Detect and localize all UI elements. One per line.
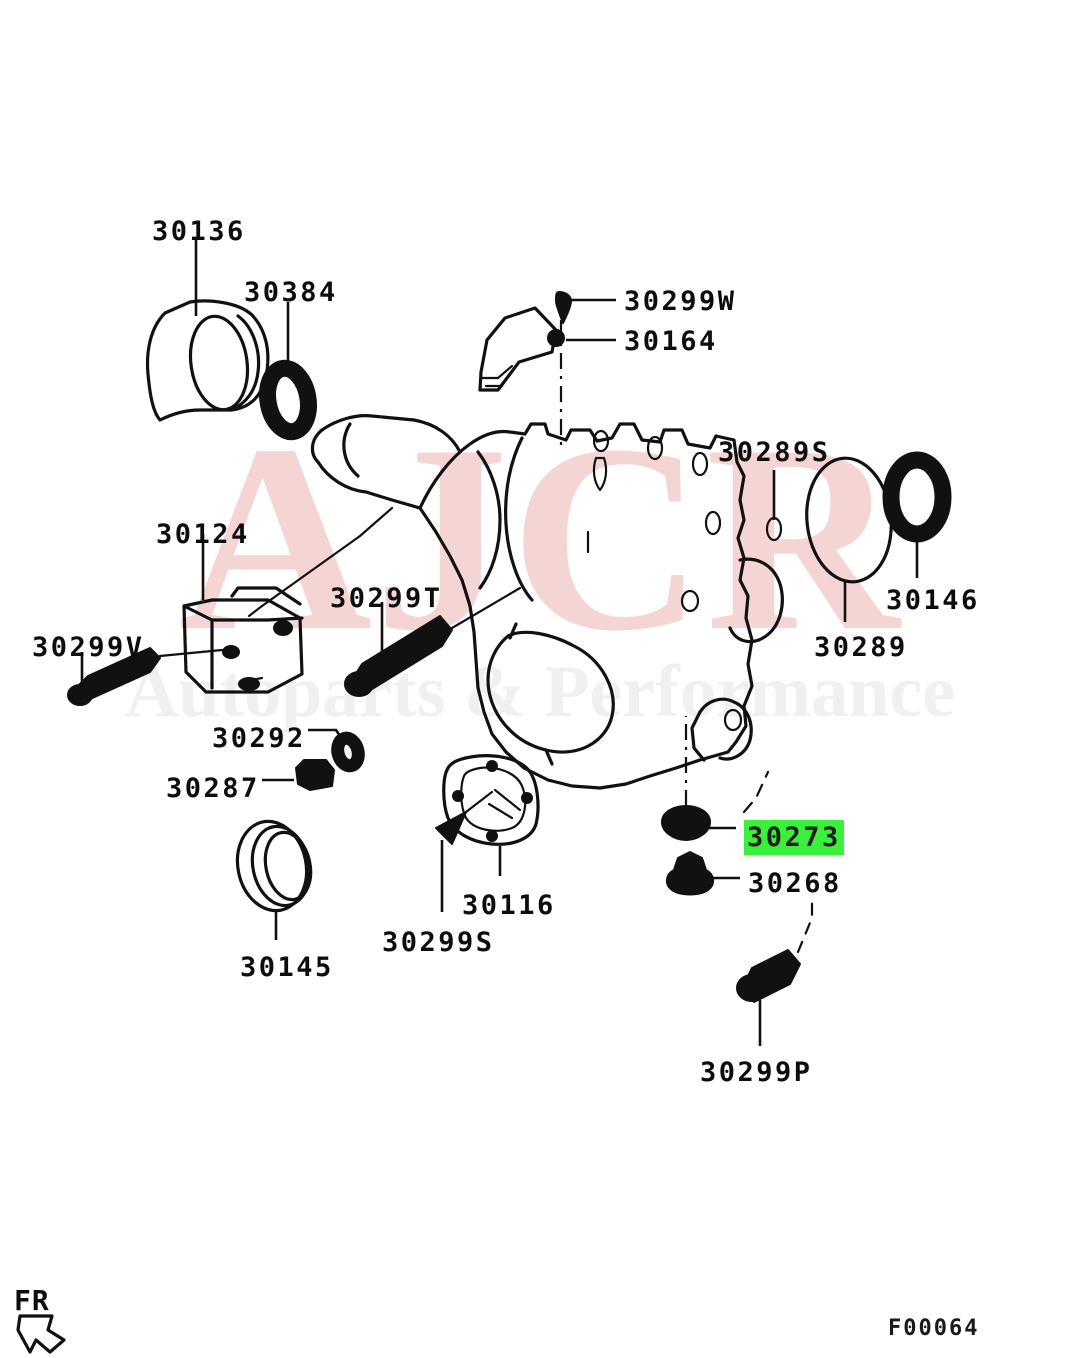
- part-label-30164: 30164: [624, 326, 718, 357]
- part-label-30299T: 30299T: [330, 583, 443, 614]
- fr-orientation-label: FR: [14, 1284, 50, 1317]
- part-label-30299V: 30299V: [32, 632, 145, 663]
- part-shape-30299S: [435, 790, 494, 912]
- part-shape-30164: [478, 306, 565, 392]
- part-shape-30299P: [736, 894, 814, 1046]
- part-shape-30299T: [344, 586, 522, 697]
- part-label-30292: 30292: [212, 723, 306, 754]
- part-shape-30292: [308, 728, 365, 773]
- part-shape-30124: [182, 506, 394, 694]
- part-shape-30146: [882, 451, 952, 578]
- part-label-30384: 30384: [244, 277, 338, 308]
- part-shape-30287: [262, 759, 335, 791]
- part-label-30289S: 30289S: [718, 437, 831, 468]
- part-shape-30299V: [67, 647, 224, 706]
- part-shape-30136: [145, 299, 270, 422]
- part-shape-housing: [310, 414, 784, 790]
- part-label-30136: 30136: [152, 216, 246, 247]
- part-label-30299S: 30299S: [382, 927, 495, 958]
- part-label-30268: 30268: [748, 868, 842, 899]
- part-shape-30289: [805, 456, 893, 622]
- part-label-30146: 30146: [886, 585, 980, 616]
- part-shape-30273: [661, 716, 770, 841]
- part-label-30145: 30145: [240, 952, 334, 983]
- part-shape-30116: [442, 754, 540, 876]
- part-shape-30384: [259, 359, 317, 441]
- part-label-30273: 30273: [744, 820, 844, 855]
- figure-code: F00064: [888, 1316, 980, 1341]
- part-shape-30145: [235, 819, 313, 940]
- part-shape-30299W: [555, 291, 572, 324]
- part-label-30124: 30124: [156, 519, 250, 550]
- part-label-30289: 30289: [814, 632, 908, 663]
- part-label-30287: 30287: [166, 773, 260, 804]
- part-label-30299W: 30299W: [624, 286, 737, 317]
- fr-direction-arrow: [16, 1314, 66, 1354]
- part-shape-30268: [666, 851, 740, 896]
- part-label-30299P: 30299P: [700, 1057, 813, 1088]
- part-label-30116: 30116: [462, 890, 556, 921]
